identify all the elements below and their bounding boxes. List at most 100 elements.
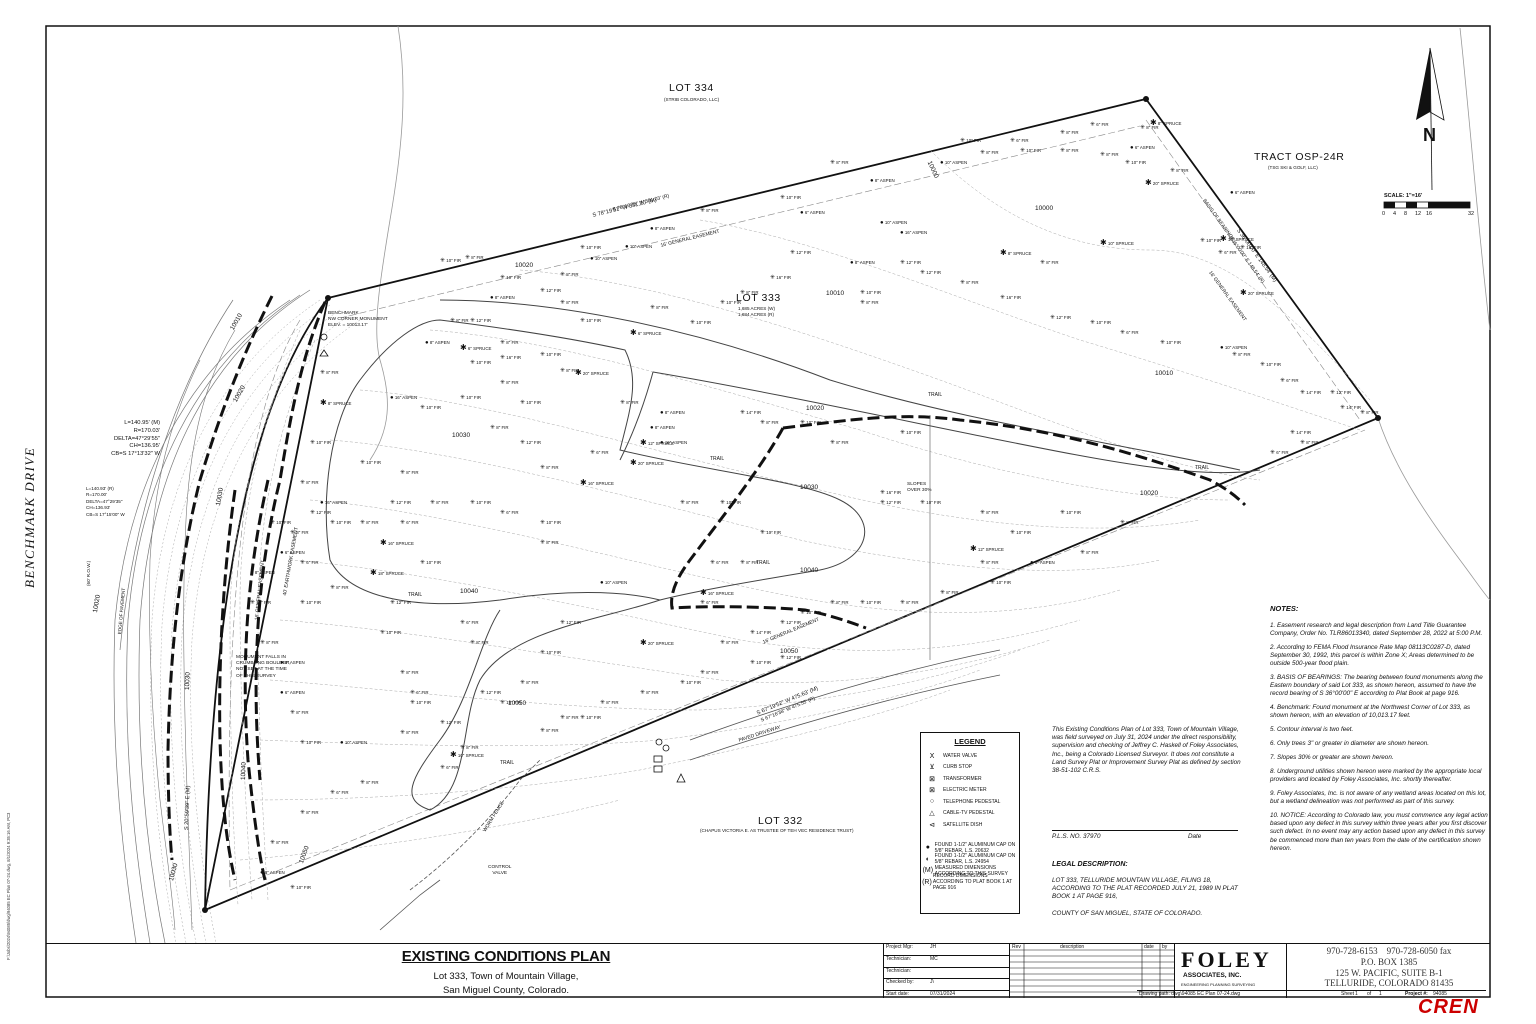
tree-marker: ✳ 8" FIR xyxy=(1100,152,1119,158)
scale-label: SCALE: 1"=16' xyxy=(1384,193,1423,199)
tree-label: 6" FIR xyxy=(335,790,349,795)
tree-marker: ✳ 10" FIR xyxy=(1125,160,1146,166)
tree-marker: ✳ 8" FIR xyxy=(260,640,279,646)
tree-marker: ✳ 12" FIR xyxy=(390,600,411,606)
trail-label: TRAIL xyxy=(928,392,943,398)
tree-label: 16" ASPEN xyxy=(903,230,928,235)
note-item: 3. BASIS OF BEARINGS: The bearing betwee… xyxy=(1270,673,1483,697)
tree-label: 6" ASPEN xyxy=(283,550,305,555)
tree-label: 10" FIR xyxy=(295,885,311,890)
tree-marker: ● 6" ASPEN xyxy=(280,550,305,556)
legend-item: ⊠ELECTRIC METER xyxy=(921,785,1019,797)
tree-label: 14" FIR xyxy=(1345,405,1361,410)
tree-label: 8" FIR xyxy=(835,440,849,445)
tree-label: 10" FIR xyxy=(1130,160,1146,165)
tree-marker: ● 8" ASPEN xyxy=(280,660,305,666)
tree-label: 10" FIR xyxy=(545,352,561,357)
tree-marker: ✳ 14" FIR xyxy=(750,630,771,636)
tree-label: 6" FIR xyxy=(1125,330,1139,335)
tree-marker: ● 8" ASPEN xyxy=(260,870,285,876)
tree-label: 12" SPRUCE xyxy=(646,441,674,446)
utility-marks xyxy=(319,333,686,783)
fir-tree-icon: ✳ xyxy=(440,720,446,726)
tree-marker: ✳ 8" FIR xyxy=(450,318,469,324)
tree-marker: ✳ 8" FIR xyxy=(430,500,449,506)
legend-label: TRANSFORMER xyxy=(943,775,982,782)
fir-tree-icon: ✳ xyxy=(1060,510,1066,516)
tree-label: 12" FIR xyxy=(485,690,501,695)
fir-tree-icon: ✳ xyxy=(470,318,476,324)
tree-label: 20" SPRUCE xyxy=(636,461,664,466)
tree-label: 10" FIR xyxy=(1015,530,1031,535)
tree-marker: ✳ 16" FIR xyxy=(1000,295,1021,301)
tree-marker: ✳ 10" FIR xyxy=(470,360,491,366)
tree-label: 8" FIR xyxy=(565,300,579,305)
tree-marker: ✳ 8" FIR xyxy=(650,305,669,311)
legend-item: (R)RECORD DIMENSIONS ACCORDING TO PLAT B… xyxy=(921,873,1019,891)
firm-name: FOLEY xyxy=(1181,947,1272,972)
tree-marker: ✳ 10" FIR xyxy=(780,195,801,201)
fir-tree-icon: ✳ xyxy=(420,405,426,411)
contour-label: 10020 xyxy=(515,262,534,269)
tree-marker: ✱ 20" SPRUCE xyxy=(640,639,674,647)
tree-marker: ● 6" ASPEN xyxy=(280,690,305,696)
fir-tree-icon: ✳ xyxy=(300,480,306,486)
tree-label: 10" FIR xyxy=(385,630,401,635)
fir-tree-icon: ✳ xyxy=(580,318,586,324)
tree-marker: ✱ 6" SPRUCE xyxy=(630,329,661,337)
slope-line-mid xyxy=(670,427,867,630)
tree-label: 12" FIR xyxy=(395,600,411,605)
fir-tree-icon: ✳ xyxy=(500,380,506,386)
tree-marker: ✱ 16" SPRUCE xyxy=(580,479,614,487)
fir-tree-icon: ✳ xyxy=(1240,245,1246,251)
tree-label: 18" SPRUCE xyxy=(376,571,404,576)
tree-label: 10" ASPEN xyxy=(628,244,653,249)
tree-marker: ✳ 10" FIR xyxy=(1090,320,1111,326)
tree-marker: ● 6" ASPEN xyxy=(1130,145,1155,151)
fir-tree-icon: ✳ xyxy=(300,810,306,816)
tree-marker: ● 16" ASPEN xyxy=(320,500,347,506)
tree-marker: ✳ 6" FIR xyxy=(1090,122,1109,128)
tree-marker: ✳ 8" FIR xyxy=(1300,440,1319,446)
tree-marker: ✳ 10" FIR xyxy=(500,275,521,281)
fir-tree-icon: ✳ xyxy=(470,360,476,366)
tree-marker: ● 10" ASPEN xyxy=(340,740,367,746)
fir-tree-icon: ✳ xyxy=(500,355,506,361)
tree-label: 8" FIR xyxy=(305,480,319,485)
tree-marker: ✳ 8" FIR xyxy=(490,425,509,431)
tree-label: 14" FIR xyxy=(755,630,771,635)
tree-label: 8" FIR xyxy=(275,840,289,845)
terrain-edge xyxy=(369,25,404,461)
tree-label: 6" FIR xyxy=(445,765,459,770)
aspen-tree-icon: ● xyxy=(390,395,394,401)
fir-tree-icon: ✳ xyxy=(360,460,366,466)
fir-tree-icon: ✳ xyxy=(780,195,786,201)
fir-tree-icon: ✳ xyxy=(710,560,716,566)
legend-label: CABLE-TV PEDESTAL xyxy=(943,810,995,817)
tree-marker: ✳ 6" FIR xyxy=(710,560,729,566)
title-block: EXISTING CONDITIONS PLAN Lot 333, Town o… xyxy=(46,943,1490,998)
fir-tree-icon: ✳ xyxy=(540,540,546,546)
tree-label: 10" FIR xyxy=(505,275,521,280)
tree-marker: ✳ 8" FIR xyxy=(980,560,999,566)
tree-marker: ✳ 10" FIR xyxy=(300,740,321,746)
tree-label: 8" ASPEN xyxy=(493,295,515,300)
tree-marker: ✳ 12" FIR xyxy=(560,620,581,626)
tree-marker: ✳ 10" FIR xyxy=(580,245,601,251)
fir-tree-icon: ✳ xyxy=(430,500,436,506)
tree-label: 8" FIR xyxy=(1365,410,1379,415)
tree-label: 10" FIR xyxy=(475,360,491,365)
tree-label: 10" FIR xyxy=(275,520,291,525)
fir-tree-icon: ✳ xyxy=(860,600,866,606)
contour-lines xyxy=(229,149,1371,906)
tract-label: TRACT OSP-24R xyxy=(1254,151,1345,163)
edge-of-pavement xyxy=(149,359,201,931)
fir-tree-icon: ✳ xyxy=(1060,130,1066,136)
fir-tree-icon: ✳ xyxy=(1020,148,1026,154)
note-item: 8. Underground utilities shown hereon we… xyxy=(1270,768,1482,784)
tree-label: 14" FIR xyxy=(255,600,271,605)
tree-marker: ● 8" ASPEN xyxy=(425,340,450,346)
tree-label: 12" FIR xyxy=(1055,315,1071,320)
tree-marker: ✳ 16" FIR xyxy=(500,355,521,361)
tree-label: 6" SPRUCE xyxy=(466,346,492,351)
